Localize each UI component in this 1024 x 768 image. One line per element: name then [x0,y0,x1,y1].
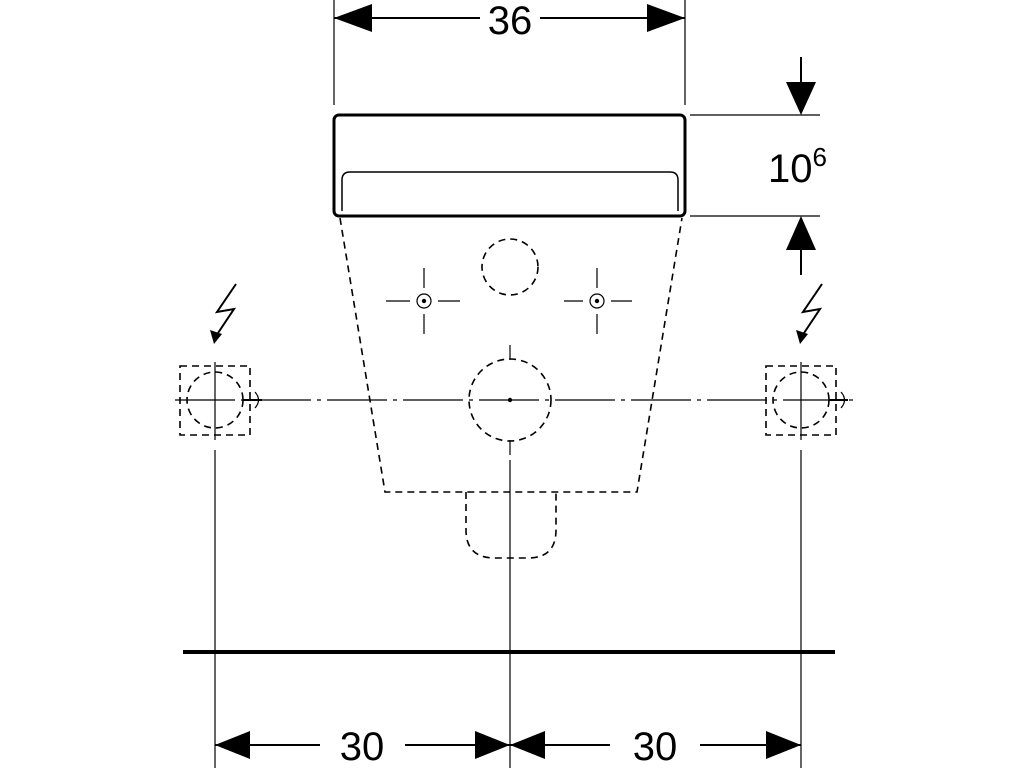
drain-circle [468,345,552,455]
top-width-dimension: 36 [333,0,686,105]
height-dimension: 106 [690,57,827,275]
top-width-label: 36 [488,0,533,43]
fixing-point-left [386,268,460,334]
bottom-right-dimension: 30 [510,725,801,768]
upper-opening-circle [481,238,539,296]
bottom-left-label: 30 [340,725,385,768]
bottom-right-label: 30 [633,725,678,768]
height-label-superscript: 6 [813,142,827,172]
electrical-box-right [765,362,848,440]
bottom-left-dimension: 30 [215,725,510,768]
lightning-icon-right [796,283,823,344]
fixing-point-right [564,268,632,334]
bowl-outline [339,217,683,559]
height-label: 106 [768,142,827,191]
toilet-seat-lid [332,113,687,218]
lightning-icon-left [210,283,237,344]
height-label-main: 10 [768,147,813,191]
electrical-box-left [179,362,262,440]
